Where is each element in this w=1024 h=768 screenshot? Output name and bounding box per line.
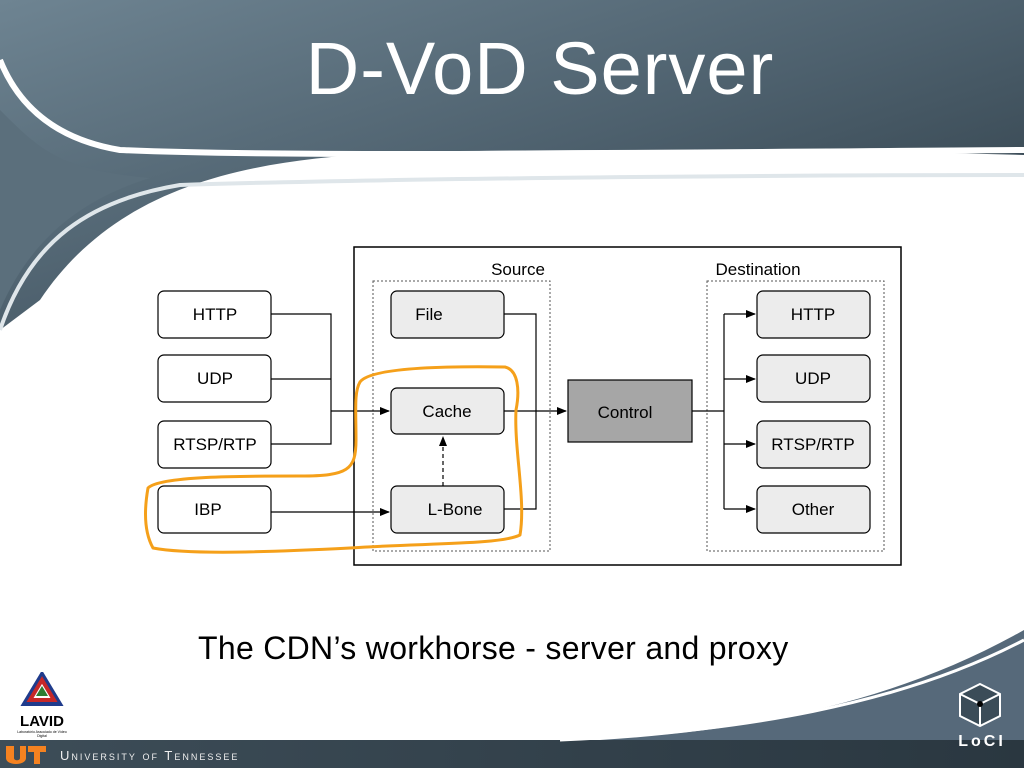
dest-other-label: Other xyxy=(792,500,835,519)
loci-logo: LoCI xyxy=(952,682,1012,754)
loci-cube-icon xyxy=(959,682,1001,728)
input-udp-label: UDP xyxy=(197,369,233,388)
dest-rtsp: RTSP/RTP xyxy=(756,420,871,469)
destination-connectors xyxy=(692,310,756,513)
destination-region xyxy=(706,280,885,552)
input-http: HTTP xyxy=(157,290,272,339)
dest-http-label: HTTP xyxy=(791,305,835,324)
control-label: Control xyxy=(598,403,653,422)
input-http-label: HTTP xyxy=(193,305,237,324)
control-box: Control xyxy=(567,379,693,443)
ut-logo-icon xyxy=(6,746,46,764)
input-rtsp-label: RTSP/RTP xyxy=(173,435,256,454)
source-cache: Cache xyxy=(390,387,505,435)
input-ibp-label: IBP xyxy=(194,500,221,519)
input-rtsp: RTSP/RTP xyxy=(157,420,272,469)
input-ibp: IBP xyxy=(157,485,272,534)
destination-label: Destination xyxy=(715,260,800,279)
input-udp: UDP xyxy=(157,354,272,403)
lavid-triangle-icon xyxy=(20,670,64,706)
input-connectors xyxy=(271,313,390,516)
slide-title: D-VoD Server xyxy=(305,27,775,110)
source-region xyxy=(372,280,551,552)
source-cache-label: Cache xyxy=(422,402,471,421)
source-lbone-label: L-Bone xyxy=(428,500,483,519)
source-file-label: File xyxy=(415,305,442,324)
source-lbone: L-Bone xyxy=(390,485,505,534)
dest-udp-label: UDP xyxy=(795,369,831,388)
lavid-logo: LAVID Laboratório Associado de Vídeo Dig… xyxy=(14,670,70,738)
source-label: Source xyxy=(491,260,545,279)
slide-subtitle: The CDN’s workhorse - server and proxy xyxy=(198,630,789,666)
lavid-name: LAVID xyxy=(20,713,64,730)
dest-udp: UDP xyxy=(756,354,871,403)
source-connectors xyxy=(504,313,567,510)
lavid-small-text: Laboratório Associado de Vídeo Digital xyxy=(17,730,67,738)
dest-http: HTTP xyxy=(756,290,871,339)
highlight-outline xyxy=(144,365,524,554)
footer-university: University of Tennessee xyxy=(60,748,240,763)
dest-other: Other xyxy=(756,485,871,534)
loci-name: LoCI xyxy=(958,733,1006,750)
source-file: File xyxy=(390,290,505,339)
dest-rtsp-label: RTSP/RTP xyxy=(771,435,854,454)
